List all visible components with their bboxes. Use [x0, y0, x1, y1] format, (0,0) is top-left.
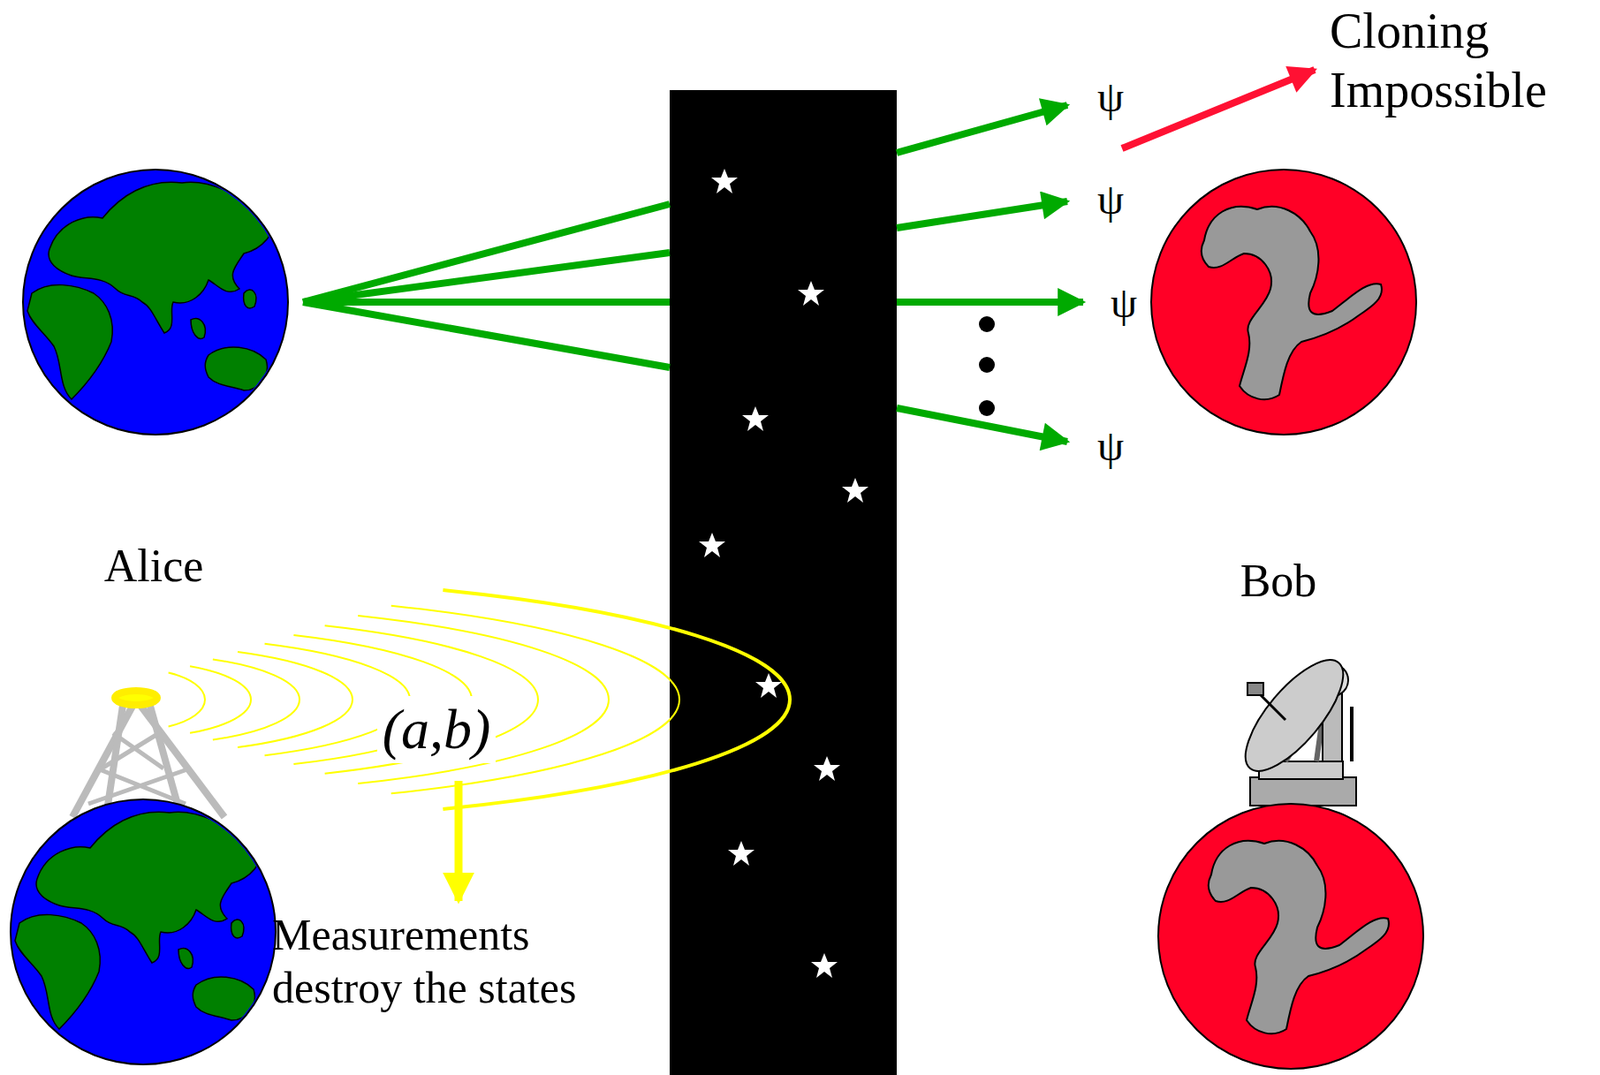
measure-arrow [454, 781, 463, 902]
radio-tower [72, 690, 225, 818]
wave-arc [189, 666, 251, 734]
wave-arc [212, 659, 300, 740]
state-symbol: ψ [1097, 420, 1124, 472]
state-symbol: ψ [1110, 277, 1138, 329]
state-symbol: ψ [1097, 71, 1124, 123]
bob-planet [1151, 169, 1417, 435]
bob-planet-lower [1158, 803, 1424, 1070]
ellipsis-dots [978, 316, 995, 417]
radio-waves [168, 590, 790, 810]
stars [698, 168, 869, 979]
wave-arc [325, 625, 539, 774]
alice-earth [22, 169, 289, 435]
wave-arc [168, 673, 205, 728]
dish-antenna [1229, 645, 1359, 806]
note-text: Cloning Impossible [1329, 1, 1595, 121]
classical-bits: (a,b) [377, 696, 497, 765]
state-symbol: ψ [1097, 174, 1124, 226]
alice-earth-lower [10, 799, 276, 1065]
cloning-arrow [1122, 69, 1315, 149]
state-arrows [303, 105, 1084, 442]
party-name: Bob [1240, 553, 1318, 609]
wave-arc [357, 615, 609, 784]
wave-arc [237, 652, 353, 748]
note-text: Measurements destroy the states [272, 908, 666, 1015]
party-name: Alice [104, 538, 205, 594]
